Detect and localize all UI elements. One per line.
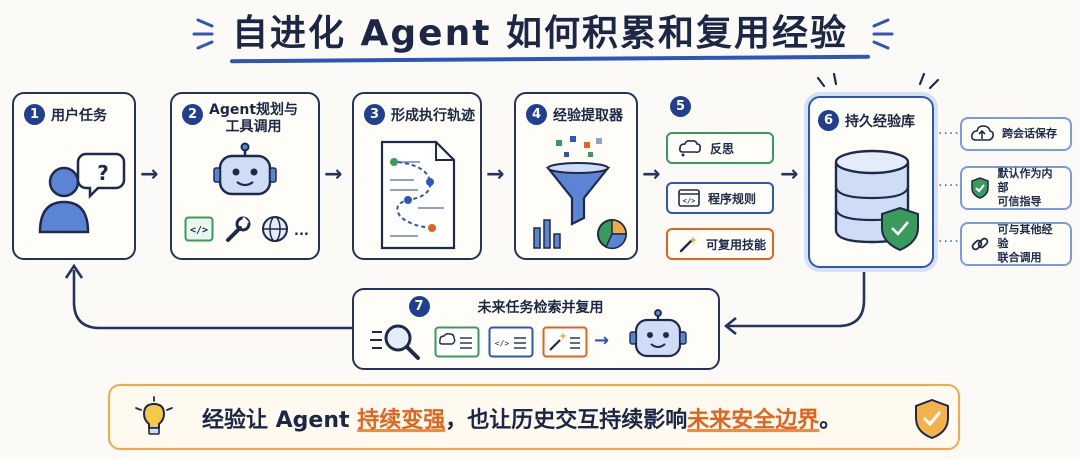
feature-label-line1: 默认作为内部	[997, 166, 1053, 194]
feature-label-line2: 联合调用	[997, 251, 1042, 265]
step-number: 1	[24, 104, 45, 125]
step-future-retrieval: 7 未来任务检索并复用 </> →	[352, 288, 720, 370]
lightbulb-icon	[135, 396, 173, 435]
arrow-1-2: →	[140, 162, 159, 187]
tag-procedural-rules: </> 程序规则	[666, 182, 774, 214]
step-number: 7	[408, 296, 430, 317]
arrow-2-3: →	[324, 162, 343, 187]
robot-icon	[629, 309, 687, 358]
step-number: 5	[670, 96, 691, 117]
funnel-icon	[533, 136, 627, 250]
feature-trusted-guidance: 默认作为内部可信指导	[960, 166, 1072, 210]
link-icon	[971, 237, 989, 251]
rule-card-icon: </>	[488, 326, 534, 358]
tag-label: 程序规则	[708, 191, 757, 206]
feature-label-line1: 可与其他经验	[997, 222, 1053, 250]
step-number: 6	[818, 110, 839, 131]
message-highlight2: 未来安全边界	[687, 408, 820, 433]
message-part2: ，也让历史交互持续影响	[445, 408, 688, 433]
step-number: 4	[526, 104, 547, 125]
bottom-message-box: 经验让 Agent 持续变强，也让历史交互持续影响未来安全边界。	[108, 384, 960, 450]
more-tools: ...	[294, 224, 309, 239]
skill-card-icon	[542, 326, 588, 358]
message-highlight1: 持续变强	[357, 408, 446, 433]
tag-label: 可复用技能	[706, 237, 767, 252]
tag-reusable-skills: 可复用技能	[666, 228, 774, 260]
wrench-icon	[226, 216, 251, 242]
svg-text:?: ?	[97, 161, 109, 185]
reflection-card-icon	[434, 326, 480, 358]
step-experience-types: 5 反思 </> 程序规则 可复用技能	[666, 96, 778, 264]
bottom-message-text: 经验让 Agent 持续变强，也让历史交互持续影响未来安全边界。	[202, 402, 841, 434]
shield-check-icon	[915, 398, 949, 440]
arrow-3-4: →	[486, 162, 505, 187]
arrow-5-6: →	[780, 162, 799, 187]
thought-cloud-icon	[679, 140, 701, 157]
step-label: 形成执行轨迹	[391, 107, 475, 124]
svg-text:</>: </>	[190, 225, 208, 236]
feature-label: 跨会话保存	[1002, 126, 1057, 140]
globe-icon	[262, 216, 288, 242]
message-part1: 经验让 Agent	[202, 408, 358, 433]
step-label: 经验提取器	[553, 107, 623, 124]
step-label: 持久经验库	[845, 113, 915, 130]
code-icon: </>	[184, 216, 214, 242]
step-user-task: 1 用户任务 ?	[12, 92, 136, 260]
message-part3: 。	[819, 408, 842, 433]
svg-text:</>: </>	[683, 197, 696, 205]
title-deco-left	[190, 14, 230, 58]
shield-check-icon	[971, 177, 989, 199]
arrow-4-5: →	[642, 162, 661, 187]
user-question-icon: ?	[38, 152, 126, 234]
title-deco-right	[856, 14, 896, 58]
step-label-line1: Agent规划与	[209, 102, 299, 118]
step-persistent-library: 6 持久经验库	[808, 96, 934, 268]
step-label-line2: 工具调用	[225, 119, 282, 135]
step-number: 3	[364, 104, 385, 125]
search-icon	[370, 324, 420, 360]
step-label: 用户任务	[51, 107, 107, 124]
step-execution-trace: 3 形成执行轨迹	[352, 92, 482, 260]
feature-label-line2: 可信指导	[997, 195, 1042, 209]
step-number: 2	[182, 104, 203, 125]
database-icon	[834, 149, 919, 252]
cloud-upload-icon	[971, 125, 994, 141]
retrieval-arrow: →	[594, 330, 610, 351]
step-agent-planning: 2 Agent规划与 工具调用 </> ...	[170, 92, 320, 260]
tag-reflection: 反思	[666, 132, 774, 164]
step-experience-extractor: 4 经验提取器	[514, 92, 638, 260]
feature-cross-session: 跨会话保存	[960, 117, 1072, 151]
trace-document-icon	[380, 140, 456, 250]
svg-text:</>: </>	[495, 339, 510, 348]
magic-wand-icon	[679, 236, 697, 253]
code-window-icon: </>	[678, 189, 700, 207]
page-title: 自进化 Agent 如何积累和复用经验	[232, 13, 848, 54]
feature-joint-call: 可与其他经验联合调用	[960, 222, 1072, 266]
robot-icon	[213, 142, 277, 196]
tag-label: 反思	[710, 141, 735, 156]
step-label: 未来任务检索并复用	[477, 299, 604, 316]
glow-marks	[814, 72, 944, 100]
